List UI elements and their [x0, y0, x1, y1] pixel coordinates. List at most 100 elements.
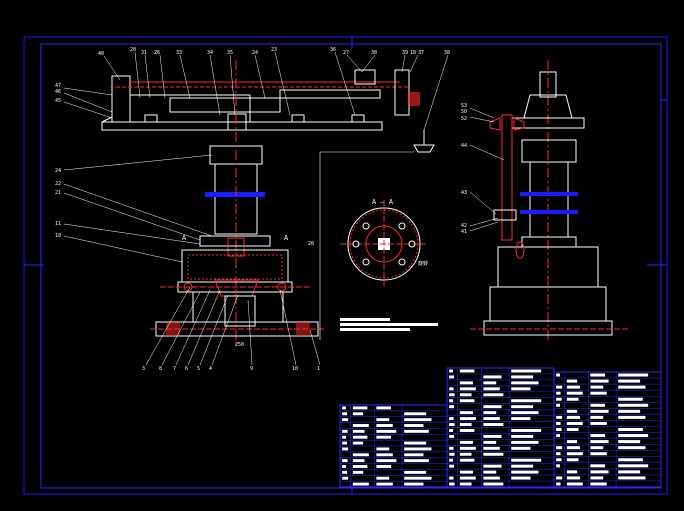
table-cell-text	[511, 417, 531, 421]
callout-42: 42	[461, 223, 467, 229]
table-cell-text	[590, 482, 607, 486]
table-cell-text	[511, 411, 539, 415]
table-cell-text	[404, 447, 432, 451]
callout-47: 47	[55, 83, 61, 89]
table-cell-text	[449, 452, 455, 456]
column-band	[205, 192, 265, 197]
section-rotate-note: 旋转	[418, 260, 428, 267]
side-arm-right	[513, 117, 525, 131]
callout-11: 11	[55, 221, 61, 227]
section-title: A — A	[372, 198, 394, 206]
table-cell-text	[376, 424, 393, 427]
table-cell-text	[352, 424, 369, 427]
table-cell-text	[459, 381, 473, 385]
section-hole-5	[352, 240, 360, 248]
table-cell-text	[618, 379, 641, 383]
callout-35: 35	[227, 50, 233, 56]
column-coupling	[227, 237, 245, 257]
table-cell-text	[483, 423, 504, 427]
table-cell-text	[618, 427, 643, 432]
table-cell-text	[459, 440, 473, 444]
table-cell-text	[376, 429, 397, 433]
table-cell-text	[590, 373, 606, 377]
table-cell-text	[566, 470, 578, 474]
table-cell-text	[459, 482, 472, 486]
table-cell-text	[590, 403, 606, 407]
front-view: 20 250 A A 40 28 31 26 33	[55, 47, 450, 372]
table-cell-text	[556, 403, 560, 407]
section-view-a-a: A — A 旋转	[340, 198, 428, 288]
table-cell-text	[376, 465, 392, 468]
table-cell-text	[556, 391, 561, 395]
table-cell-text	[352, 453, 369, 457]
table-cell-text	[556, 415, 563, 419]
note-bar-3	[340, 328, 410, 331]
table-cell-text	[449, 387, 454, 391]
side-column	[529, 161, 569, 238]
callout-1: 1	[317, 366, 320, 372]
base-bolt-left	[166, 322, 180, 336]
side-clamp	[493, 209, 517, 221]
callout-40: 40	[98, 51, 104, 57]
callout-7: 7	[173, 366, 176, 372]
table-cell-text	[590, 379, 609, 383]
table-cell-text	[566, 391, 583, 395]
table-cell-text	[342, 429, 348, 433]
table-cell-text	[566, 446, 580, 450]
table-cell-text	[590, 421, 607, 425]
table-cell-text	[483, 405, 502, 409]
top-callouts: 40 28 31 26 33 34 35 24 23 36 27 38 39 1…	[98, 47, 450, 57]
side-leaders	[469, 107, 505, 232]
table-cell-text	[449, 375, 455, 379]
table-cell-text	[566, 415, 580, 419]
table-cell-text	[618, 373, 649, 377]
table-cell-text	[556, 373, 560, 377]
callout-18-left: 18	[55, 233, 61, 239]
table-cell-text	[459, 476, 476, 480]
table-cell-text	[618, 470, 641, 474]
callout-46: 46	[55, 89, 61, 95]
bottom-dim-text: 250	[235, 342, 244, 348]
table-cell-text	[449, 458, 453, 462]
table-cell-text	[404, 482, 424, 486]
table-cell-text	[590, 476, 604, 480]
callout-10: 10	[292, 366, 298, 372]
table-cell-text	[404, 441, 427, 445]
table-cell-text	[449, 417, 454, 421]
table-cell-text	[352, 435, 368, 439]
callout-53: 53	[461, 103, 467, 109]
arm-end-cap	[408, 92, 420, 106]
callout-43: 43	[461, 190, 467, 196]
table-cell-text	[556, 434, 560, 438]
left-leaders	[63, 87, 213, 263]
table-cell-text	[459, 428, 475, 432]
height-dim-text: 20	[308, 241, 314, 247]
top-leaders	[103, 51, 449, 131]
table-cell-text	[618, 434, 649, 438]
table-cell-text	[376, 447, 390, 451]
table-cell-text	[511, 476, 531, 480]
arm-slider	[169, 97, 281, 113]
parts-table-right	[553, 371, 662, 488]
arm-end-block	[394, 69, 410, 116]
table-cell-text	[590, 446, 604, 450]
table-cell-text	[566, 427, 579, 432]
table-cell-text	[618, 440, 641, 444]
table-cell-text	[618, 409, 641, 413]
table-cell-text	[352, 406, 368, 410]
arm-foot-3	[351, 114, 365, 123]
table-cell-text	[459, 452, 472, 456]
table-cell-text	[483, 387, 500, 391]
callout-33: 33	[176, 50, 182, 56]
table-cell-text	[483, 476, 500, 480]
table-cell-text	[566, 421, 583, 425]
table-cell-text	[342, 470, 348, 474]
table-cell-text	[556, 482, 561, 486]
table-cell-text	[459, 458, 475, 462]
table-cell-text	[566, 397, 579, 401]
left-callouts: 47 46 45 24 22 21 11 18	[55, 83, 61, 239]
side-band	[520, 192, 578, 196]
table-cell-text	[566, 482, 583, 486]
table-cell-text	[618, 446, 646, 450]
